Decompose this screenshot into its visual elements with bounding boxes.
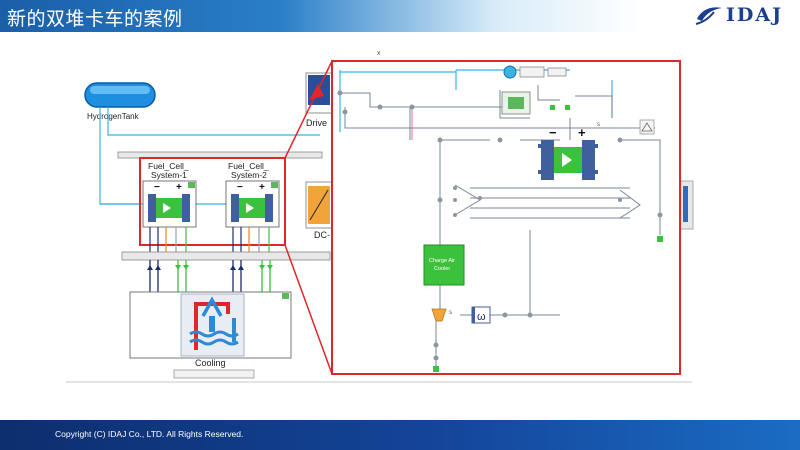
- idaj-logo: IDAJ: [694, 3, 790, 29]
- omega-symbol: ω: [477, 311, 486, 323]
- detail-plus: +: [578, 125, 586, 140]
- charge-air-cooler-line1: Charge Air: [429, 258, 455, 264]
- cooling-system[interactable]: [129, 291, 292, 359]
- page-title: 新的双堆卡车的案例: [7, 8, 183, 30]
- cooling-bottom-bar: [173, 369, 255, 379]
- detail-green-markers: [433, 105, 663, 372]
- fc2-label-line1: Fuel_Cell_: [228, 161, 269, 171]
- detail-compressor[interactable]: [503, 65, 567, 79]
- drive-label: Drive: [306, 118, 327, 128]
- title-bar: 新的双堆卡车的案例 IDAJ: [0, 0, 800, 32]
- copyright-text: Copyright (C) IDAJ Co., LTD. All Rights …: [55, 429, 244, 439]
- zoom-connector-lines: [284, 60, 333, 375]
- middle-bus-bar: [121, 251, 331, 261]
- detail-controller[interactable]: [501, 91, 531, 115]
- detail-valve[interactable]: [639, 119, 655, 135]
- zoom-highlight-left: [139, 157, 286, 246]
- fc-connection-lines: [149, 227, 270, 252]
- footer-bar: Copyright (C) IDAJ Co., LTD. All Rights …: [0, 420, 800, 450]
- hydrogen-supply-lines: [99, 107, 320, 205]
- flow-arrows: [147, 265, 273, 270]
- right-partial-element: [679, 180, 694, 230]
- fc1-label-line1: Fuel_Cell_: [148, 161, 189, 171]
- fc2-minus: −: [237, 182, 243, 193]
- cooling-label: Cooling: [195, 358, 226, 368]
- idaj-swoosh-icon: [695, 7, 722, 25]
- charge-air-cooler-line2: Cooler: [434, 266, 450, 272]
- omega-speed-sensor[interactable]: [471, 306, 491, 324]
- zoom-marker: x: [377, 50, 381, 57]
- detail-small-s-2: s: [449, 310, 452, 316]
- fc1-minus: −: [154, 182, 160, 193]
- charge-air-cooler[interactable]: [423, 244, 465, 286]
- logo-text: IDAJ: [726, 4, 784, 26]
- hydrogen-tank[interactable]: [84, 82, 156, 108]
- fuel-cell-system-2[interactable]: Fuel_Cell_ System-2 − +: [225, 161, 280, 228]
- cooling-connection-lines: [149, 260, 271, 292]
- detail-orange-component[interactable]: [431, 308, 447, 322]
- detail-small-s-1: s: [597, 122, 600, 128]
- hydrogen-tank-label: HydrogenTank: [87, 112, 140, 121]
- dc-dc-converter[interactable]: [305, 181, 333, 229]
- fuel-cell-system-diagram: HydrogenTank Fuel_Cell_ System-1 − + Fue…: [66, 50, 694, 383]
- fc2-plus: +: [259, 182, 265, 193]
- detail-minus: −: [549, 125, 557, 140]
- fuel-cell-system-1[interactable]: Fuel_Cell_ System-1 − +: [142, 161, 197, 228]
- fc2-label-line2: System-2: [231, 170, 267, 180]
- detail-nodes: [337, 90, 663, 361]
- fc1-label-line2: System-1: [151, 170, 187, 180]
- dc-label: DC-: [314, 230, 330, 240]
- detail-fuel-cell-stack[interactable]: [538, 140, 598, 180]
- fc1-plus: +: [176, 182, 182, 193]
